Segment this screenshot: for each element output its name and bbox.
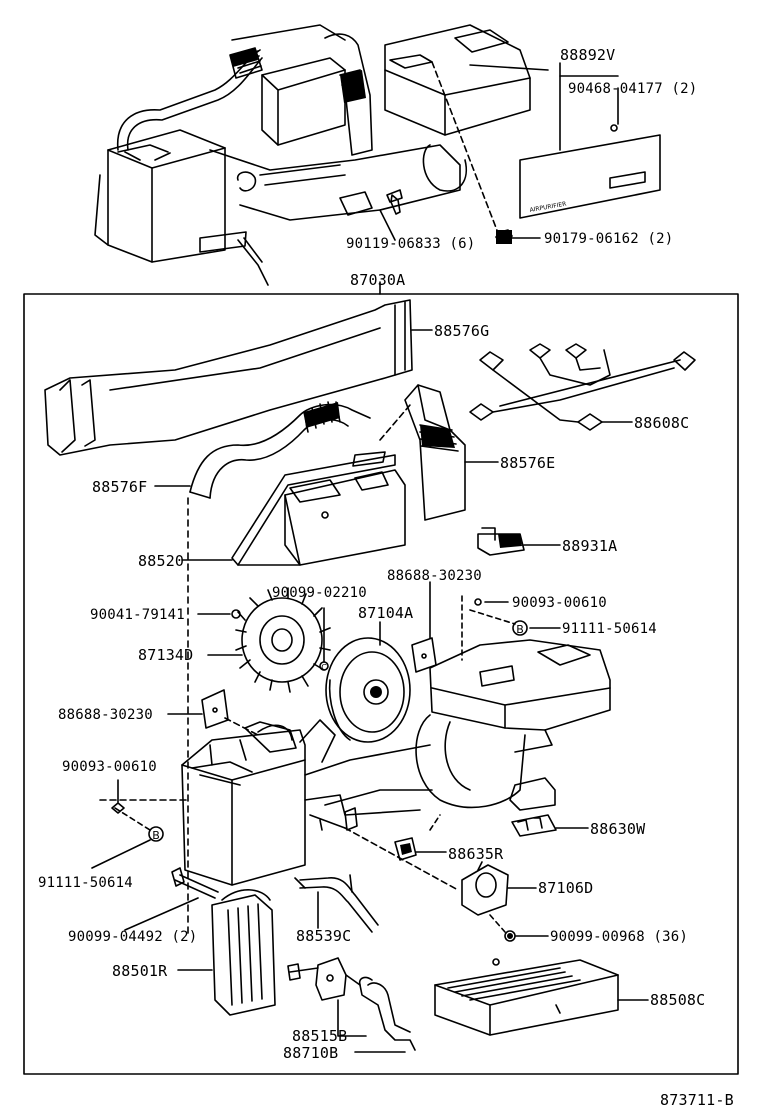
label-90119-06833: 90119-06833 (6) bbox=[346, 236, 476, 252]
evaporator-88501r bbox=[177, 889, 276, 1016]
fasteners-right bbox=[461, 595, 561, 661]
label-88576g: 88576G bbox=[434, 322, 490, 340]
label-91111-50614-lower: 91111-50614 bbox=[38, 875, 133, 891]
label-88630w: 88630W bbox=[590, 820, 646, 838]
label-88501r: 88501R bbox=[112, 962, 168, 980]
label-87134d: 87134D bbox=[138, 646, 194, 664]
label-88539c: 88539C bbox=[296, 927, 352, 945]
valve-88515b bbox=[287, 957, 367, 1037]
label-88688-30230-upper: 88688-30230 bbox=[387, 568, 482, 584]
marker-b-lower: B bbox=[152, 829, 160, 842]
label-90041-79141: 90041-79141 bbox=[90, 607, 185, 623]
label-88892v: 88892V bbox=[560, 46, 616, 64]
figure-code: 873711-B bbox=[660, 1091, 734, 1109]
assembly-frame bbox=[23, 293, 739, 1075]
fan-87134d bbox=[197, 587, 331, 693]
harness-88608c bbox=[469, 343, 696, 431]
label-88931a: 88931A bbox=[562, 537, 618, 555]
connector-88630w bbox=[511, 814, 589, 837]
fasteners-left bbox=[91, 779, 164, 869]
label-88576f: 88576F bbox=[92, 478, 148, 496]
filled-accents bbox=[230, 48, 522, 939]
label-90099-00968: 90099-00968 (36) bbox=[550, 929, 689, 945]
pipe-88710b bbox=[354, 976, 416, 1053]
label-90099-02210: 90099-02210 bbox=[272, 585, 367, 601]
main-unit bbox=[99, 639, 611, 933]
bracket-88688-upper bbox=[411, 581, 437, 673]
label-90093-00610-upper: 90093-00610 bbox=[512, 595, 607, 611]
label-87030a: 87030A bbox=[350, 271, 406, 289]
motor-87104a bbox=[325, 621, 411, 743]
screw-90099-00968 bbox=[504, 930, 549, 942]
top-unit-assembly bbox=[94, 24, 549, 286]
screw-90099-04492 bbox=[124, 867, 219, 931]
label-88635r: 88635R bbox=[448, 845, 504, 863]
duct-88576f bbox=[154, 401, 411, 936]
label-90093-00610-lower: 90093-00610 bbox=[62, 759, 157, 775]
part-88635r bbox=[394, 837, 447, 861]
actuator-87106d bbox=[461, 861, 537, 916]
label-87104a: 87104A bbox=[358, 604, 414, 622]
plate-88892v bbox=[519, 62, 661, 219]
case-88520 bbox=[181, 451, 406, 566]
label-88688-30230-lower: 88688-30230 bbox=[58, 707, 153, 723]
label-90468-04177: 90468-04177 (2) bbox=[568, 81, 698, 97]
duct-88576g bbox=[44, 299, 433, 456]
label-91111-50614-upper: 91111-50614 bbox=[562, 621, 657, 637]
filter-88508c bbox=[434, 958, 649, 1036]
label-88508c: 88508C bbox=[650, 991, 706, 1009]
label-88520: 88520 bbox=[138, 552, 185, 570]
marker-b-upper: B bbox=[516, 623, 524, 636]
label-88515b: 88515B bbox=[292, 1027, 348, 1045]
marker-c: C bbox=[321, 663, 327, 672]
circle-markers: B B C AIRPURIFIER bbox=[152, 201, 567, 842]
label-88710b: 88710B bbox=[283, 1044, 339, 1062]
label-88608c: 88608C bbox=[634, 414, 690, 432]
bracket-88688-lower bbox=[167, 689, 259, 736]
label-90179-06162: 90179-06162 (2) bbox=[544, 231, 674, 247]
label-90099-04492: 90099-04492 (2) bbox=[68, 929, 198, 945]
label-88576e: 88576E bbox=[500, 454, 556, 472]
label-87106d: 87106D bbox=[538, 879, 594, 897]
